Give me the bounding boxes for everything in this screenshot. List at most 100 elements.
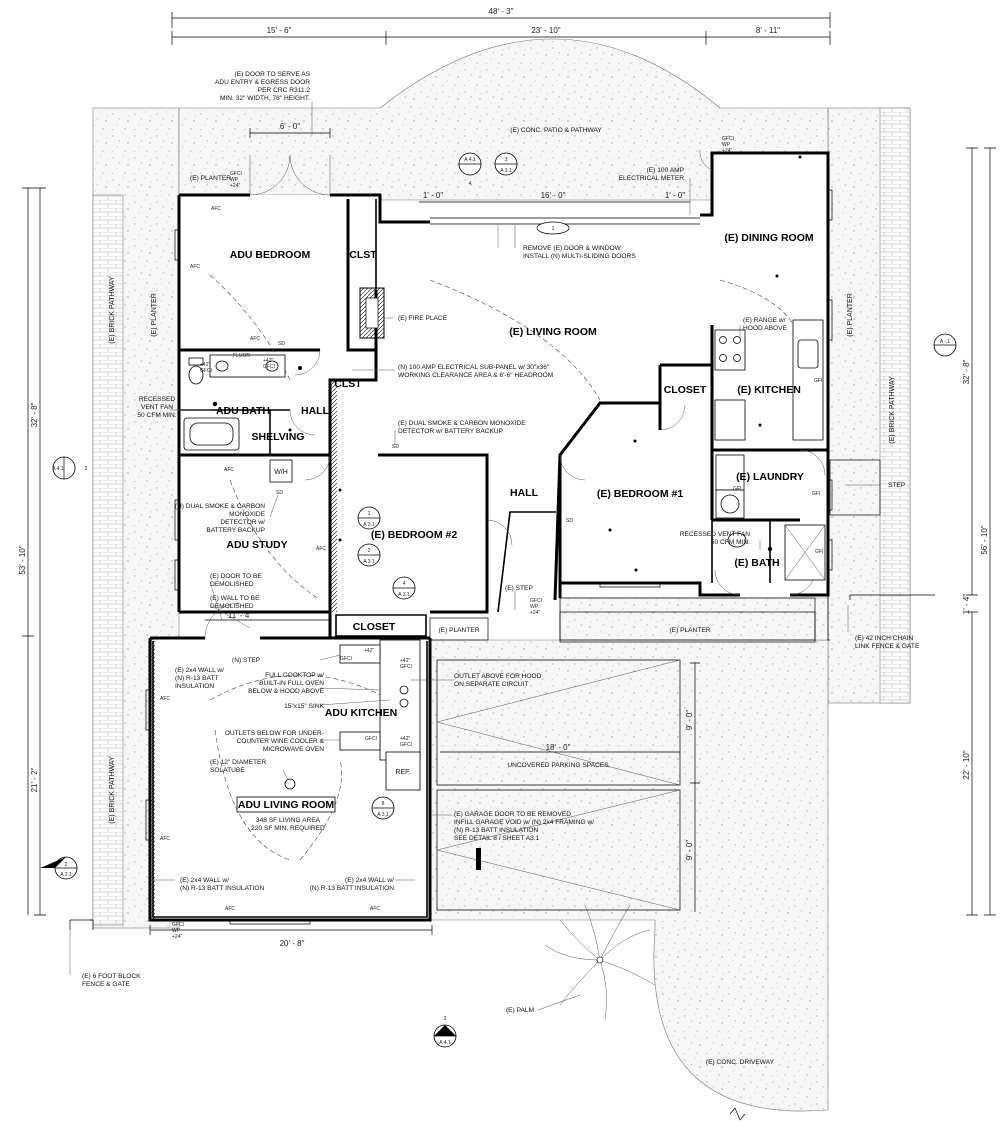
room-adu-bedroom: ADU BEDROOM [230,249,311,261]
dim-patio-right: 1' - 0" [665,191,686,200]
svg-text:COUNTER WINE COOLER &: COUNTER WINE COOLER & [236,738,324,745]
note-palm: (E) PALM [506,1007,534,1014]
svg-text:3: 3 [444,1016,447,1022]
tag-a41-top: A 4.1 4 [458,152,482,187]
svg-text:ADU ENTRY & EGRESS DOOR: ADU ENTRY & EGRESS DOOR [215,79,310,86]
note-hood-outlet: OUTLET ABOVE FOR HOOD ON SEPARATE CIRCUI… [454,673,542,688]
svg-text:(N) R-13 BATT INSULATION: (N) R-13 BATT INSULATION [454,827,539,834]
svg-text:(E) GARAGE DOOR TO BE REMOVED: (E) GARAGE DOOR TO BE REMOVED [454,811,571,818]
svg-text:(E) 2x4 WALL w/: (E) 2x4 WALL w/ [180,877,229,884]
room-adu-bath: ADU BATH [216,405,270,417]
brick-pathway-left [92,194,124,926]
note-step-right: STEP [888,482,906,489]
svg-text:GFCI: GFCI [530,598,542,604]
tag-window-1: 1 [536,221,570,235]
room-clst-2: CLST [334,378,362,390]
svg-text:GFCI: GFCI [200,368,212,374]
front-strip [559,597,829,641]
label-planter-left: (E) PLANTER [151,293,158,337]
svg-text:AFC: AFC [316,546,326,552]
demo-wall-hatch-2 [151,639,155,919]
tag-a41-left: A 4.1 2 [52,456,88,480]
note-fireplace: (E) FIRE PLACE [398,315,448,322]
tag-a41-bottom: 3 A 4.1 [433,1016,457,1048]
note-step-mid: (E) STEP [505,585,533,592]
svg-text:(N) DUAL SMOKE & CARBON: (N) DUAL SMOKE & CARBON [175,503,265,510]
dim-parking-width-1: 9' - 0" [685,710,694,731]
dim-right-total: 56' - 10" [980,525,989,554]
dimension-lines [22,12,996,935]
svg-text:INSTALL (N) MULTI-SLIDING DOOR: INSTALL (N) MULTI-SLIDING DOORS [523,253,636,260]
dim-right-upper: 32' - 8" [962,359,971,384]
svg-text:(N) R-13 BATT INSULATION: (N) R-13 BATT INSULATION [180,885,265,892]
palm-tree [544,904,656,1021]
note-range: (E) RANGE w/ HOOD ABOVE [743,317,788,332]
svg-text:WP: WP [172,928,181,934]
svg-text:(E) RANGE w/: (E) RANGE w/ [743,317,786,324]
dim-wall-demo: 11' - 4" [228,611,252,620]
svg-text:AFC: AFC [225,906,235,912]
dim-adu-width: 20' - 8" [280,939,305,948]
dim-parking-width-2: 9' - 0" [685,840,694,861]
svg-text:(E) 6 FOOT BLOCK: (E) 6 FOOT BLOCK [82,973,141,980]
svg-text:BELOW & HOOD ABOVE: BELOW & HOOD ABOVE [248,688,324,695]
room-laundry: (E) LAUNDRY [736,471,804,483]
svg-text:(E) DOOR TO BE: (E) DOOR TO BE [210,573,262,580]
note-door-serve: (E) DOOR TO SERVE AS ADU ENTRY & EGRESS … [215,71,311,102]
note-patio: (E) CONC. PATIO & PATHWAY [510,127,602,134]
svg-text:DEMOLISHED: DEMOLISHED [210,603,254,610]
label-water-heater: W/H [274,469,288,476]
label-brick-pathway-right: (E) BRICK PATHWAY [889,376,896,444]
house-footprint [179,153,828,638]
label-brick-pathway-left-top: (E) BRICK PATHWAY [109,276,116,344]
note-meter: (E) 100 AMP ELECTRICAL METER [619,167,685,182]
svg-text:8: 8 [382,801,385,807]
note-block-fence: (E) 6 FOOT BLOCK FENCE & GATE [82,973,141,988]
svg-text:GFCI: GFCI [400,664,412,670]
svg-text:MONOXIDE: MONOXIDE [229,511,266,518]
svg-text:AFC: AFC [224,467,234,473]
svg-text:(E) DOOR TO SERVE AS: (E) DOOR TO SERVE AS [235,71,311,78]
svg-text:AFC: AFC [250,336,260,342]
svg-text:(N) R-13 BATT INSULATION: (N) R-13 BATT INSULATION [310,885,395,892]
demo-wall-hatch-1 [331,380,337,612]
room-bedroom-2: (E) BEDROOM #2 [371,529,458,541]
svg-text:(E) 42 INCH CHAIN: (E) 42 INCH CHAIN [855,635,913,642]
room-bedroom-1: (E) BEDROOM #1 [597,488,684,500]
svg-text:HOOD ABOVE: HOOD ABOVE [743,325,788,332]
note-remove-door: REMOVE (E) DOOR & WINDOW INSTALL (N) MUL… [523,245,636,260]
svg-text:VENT FAN: VENT FAN [141,404,173,411]
svg-text:GFI: GFI [815,549,823,555]
svg-text:GFCI: GFCI [722,136,734,142]
svg-text:A 4.1: A 4.1 [439,1040,451,1046]
note-wall-demo: (E) WALL TO BE DEMOLISHED [210,595,260,610]
room-hall-2: HALL [510,487,539,499]
label-planter-right: (E) PLANTER [847,293,854,337]
dim-left-lower: 21' - 2" [30,767,39,792]
svg-text:SD: SD [276,490,283,496]
svg-text:AFC: AFC [211,206,221,212]
svg-text:BATTERY BACKUP: BATTERY BACKUP [206,527,265,534]
note-chain-fence: (E) 42 INCH CHAIN LINK FENCE & GATE [855,635,920,650]
label-refrigerator: REF. [395,769,410,776]
dim-top-left: 15' - 6" [267,26,292,35]
svg-text:INFILL GARAGE VOID w/ (N) 2x4: INFILL GARAGE VOID w/ (N) 2x4 FRAMING w/ [454,819,594,826]
note-door-demo: (E) DOOR TO BE DEMOLISHED [210,573,262,588]
tag-a31-2: 2 A 3.1 [357,543,381,567]
room-closet-right: CLOSET [664,384,707,396]
svg-text:BUILT-IN FULL OVEN: BUILT-IN FULL OVEN [259,680,324,687]
svg-text:+42": +42" [263,358,273,364]
note-planter-small: (E) PLANTER [438,627,479,634]
svg-text:50 CFM MIN.: 50 CFM MIN. [137,412,176,419]
svg-text:2: 2 [65,862,68,868]
fireplace-firebox [365,297,379,329]
room-shelving: SHELVING [252,431,305,443]
svg-text:(E) 2x4 WALL w/: (E) 2x4 WALL w/ [345,877,394,884]
svg-text:ON SEPARATE CIRCUIT: ON SEPARATE CIRCUIT [454,681,529,688]
svg-text:GFCI: GFCI [340,656,352,662]
svg-text:WP: WP [722,142,731,148]
svg-text:A -.1: A -.1 [940,339,951,345]
svg-text:GFI: GFI [733,486,741,492]
note-subpanel: (N) 100 AMP ELECTRICAL SUB-PANEL w/ 30"x… [398,364,553,379]
svg-text:INSULATION: INSULATION [175,683,214,690]
